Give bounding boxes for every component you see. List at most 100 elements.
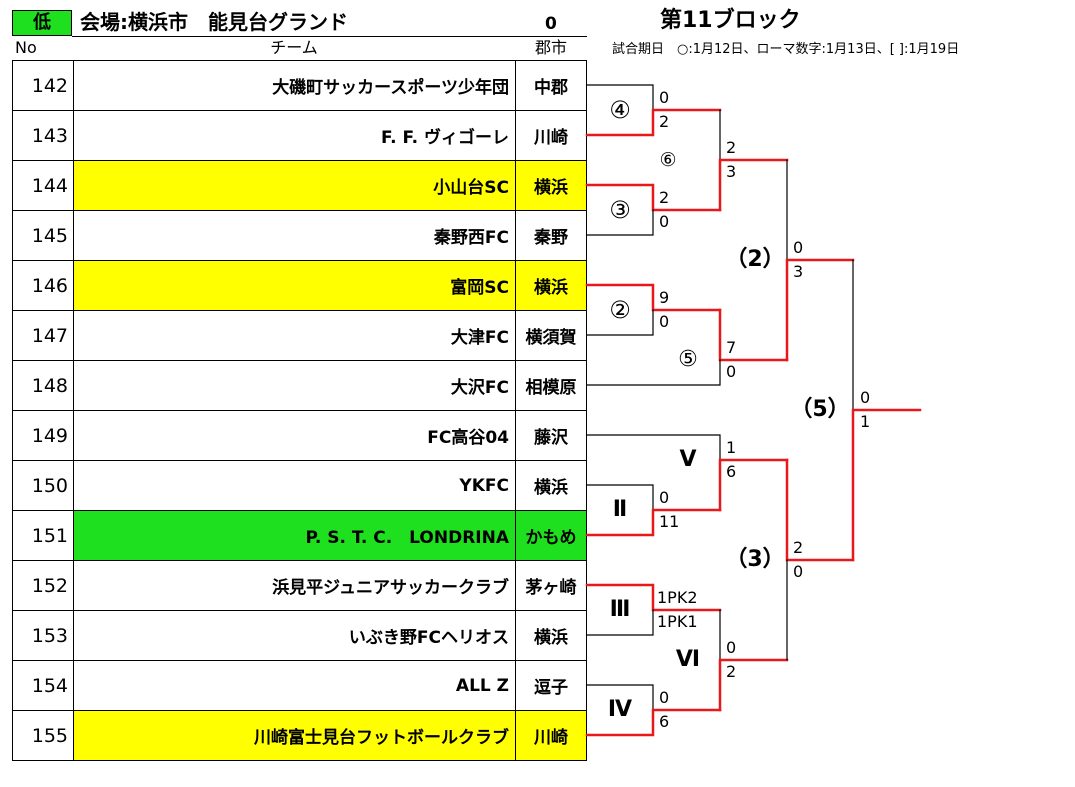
score-top: 0	[860, 388, 871, 407]
team-name: 川崎富士見台フットボールクラブ	[74, 711, 516, 760]
block-title: 第11ブロック	[660, 8, 801, 33]
team-table: 142 大磯町サッカースポーツ少年団 中郡 143 F. F. ヴィゴーレ 川崎…	[12, 60, 587, 761]
match-label: Ⅱ	[612, 497, 628, 522]
team-name: P. S. T. C. LONDRINA	[74, 511, 516, 560]
table-row: 148 大沢FC 相模原	[12, 360, 587, 411]
venue-title: 会場:横浜市 能見台グランド	[80, 10, 348, 34]
match-label: Ⅲ	[609, 597, 631, 622]
score-top: 9	[659, 288, 670, 307]
match-label: Ⅴ	[679, 447, 697, 472]
table-row: 146 富岡SC 横浜	[12, 260, 587, 311]
score-top: 2	[659, 188, 670, 207]
score-top: 0	[659, 488, 670, 507]
team-name: 大磯町サッカースポーツ少年団	[74, 61, 516, 110]
score-bottom: 0	[793, 562, 804, 581]
score-top: 0	[659, 88, 670, 107]
score-bottom: 6	[726, 462, 737, 481]
team-name: 浜見平ジュニアサッカークラブ	[74, 561, 516, 610]
team-city: 藤沢	[534, 428, 568, 448]
bracket-line-winner	[585, 583, 722, 612]
score-bottom: 1	[860, 412, 871, 431]
bracket-line-winner	[785, 258, 855, 362]
team-name: 大津FC	[74, 311, 516, 360]
team-number: 143	[13, 111, 74, 160]
team-city: 横浜	[534, 478, 568, 498]
score-top: 0	[793, 238, 804, 257]
team-number: 152	[13, 561, 74, 610]
team-city: 川崎	[516, 711, 586, 760]
match-label: ②	[609, 296, 631, 324]
bracket-line	[586, 309, 654, 336]
team-number: 145	[13, 211, 74, 260]
bracket-line-winner	[851, 408, 922, 562]
team-number: 151	[13, 511, 74, 560]
score-bottom: 2	[726, 662, 737, 681]
score-bottom: 2	[659, 112, 670, 131]
team-city: 茅ヶ崎	[525, 578, 577, 598]
bracket-line-winner	[585, 508, 722, 537]
bracket-line-winner	[585, 283, 722, 312]
match-label: ⑤	[678, 347, 698, 372]
column-header-no: No	[15, 38, 37, 57]
score-bottom: 0	[659, 312, 670, 331]
score-bottom: 6	[659, 712, 670, 731]
team-number: 147	[13, 311, 74, 360]
team-city: 逗子	[534, 678, 568, 698]
score-top: 0	[659, 688, 670, 707]
level-badge: 低	[12, 10, 72, 36]
match-label: （5）	[790, 397, 850, 422]
table-row: 144 小山台SC 横浜	[12, 160, 587, 211]
team-city: 川崎	[534, 128, 568, 148]
score-top: 2	[726, 138, 737, 157]
score-top: 1PK2	[657, 588, 698, 607]
bracket-line-winner	[718, 158, 789, 212]
team-number: 142	[13, 61, 74, 110]
team-name: 秦野西FC	[74, 211, 516, 260]
team-city: 横浜	[516, 261, 586, 310]
match-label: ④	[609, 96, 631, 124]
column-header-city: 郡市	[534, 38, 567, 57]
bracket-line	[586, 684, 654, 711]
team-number: 148	[13, 361, 74, 410]
team-number: 155	[13, 711, 74, 760]
team-name: ALL Z	[74, 661, 516, 710]
team-name: 富岡SC	[74, 261, 516, 310]
team-city: 横浜	[534, 628, 568, 648]
team-city: 相模原	[525, 378, 577, 398]
bracket-line	[586, 209, 654, 236]
team-city: かもめ	[516, 511, 586, 560]
schedule-note: 試合期日 ○:1月12日、ローマ数字:1月13日、[ ]:1月19日	[612, 42, 960, 57]
table-row: 147 大津FC 横須賀	[12, 310, 587, 361]
score-top: 7	[726, 338, 737, 357]
team-city: 中郡	[534, 78, 568, 98]
team-number: 146	[13, 261, 74, 310]
bracket-line	[586, 359, 721, 386]
team-name: FC高谷04	[74, 411, 516, 460]
team-number: 144	[13, 161, 74, 210]
score-bottom: 11	[659, 512, 680, 531]
table-row: 154 ALL Z 逗子	[12, 660, 587, 711]
bracket-line	[586, 609, 654, 636]
score-top: 1	[726, 438, 737, 457]
team-city: 横須賀	[525, 328, 577, 348]
bracket-line-winner	[585, 183, 722, 212]
team-number: 153	[13, 611, 74, 660]
score-bottom: 1PK1	[657, 612, 698, 631]
team-number: 149	[13, 411, 74, 460]
table-row: 155 川崎富士見台フットボールクラブ 川崎	[12, 710, 587, 761]
score-bottom: 0	[726, 362, 737, 381]
match-label: Ⅵ	[675, 647, 701, 672]
bracket-line-winner	[585, 708, 722, 737]
bracket-line	[586, 84, 654, 111]
score-bottom: 3	[726, 162, 737, 181]
team-name: F. F. ヴィゴーレ	[74, 111, 516, 160]
match-label: ③	[609, 196, 631, 224]
score-bottom: 3	[793, 262, 804, 281]
team-name: いぶき野FCヘリオス	[74, 611, 516, 660]
score-bottom: 0	[659, 212, 670, 231]
match-label: （2）	[725, 247, 785, 272]
team-name: 大沢FC	[74, 361, 516, 410]
bracket-line	[586, 484, 654, 511]
bracket-line-winner	[585, 108, 722, 137]
